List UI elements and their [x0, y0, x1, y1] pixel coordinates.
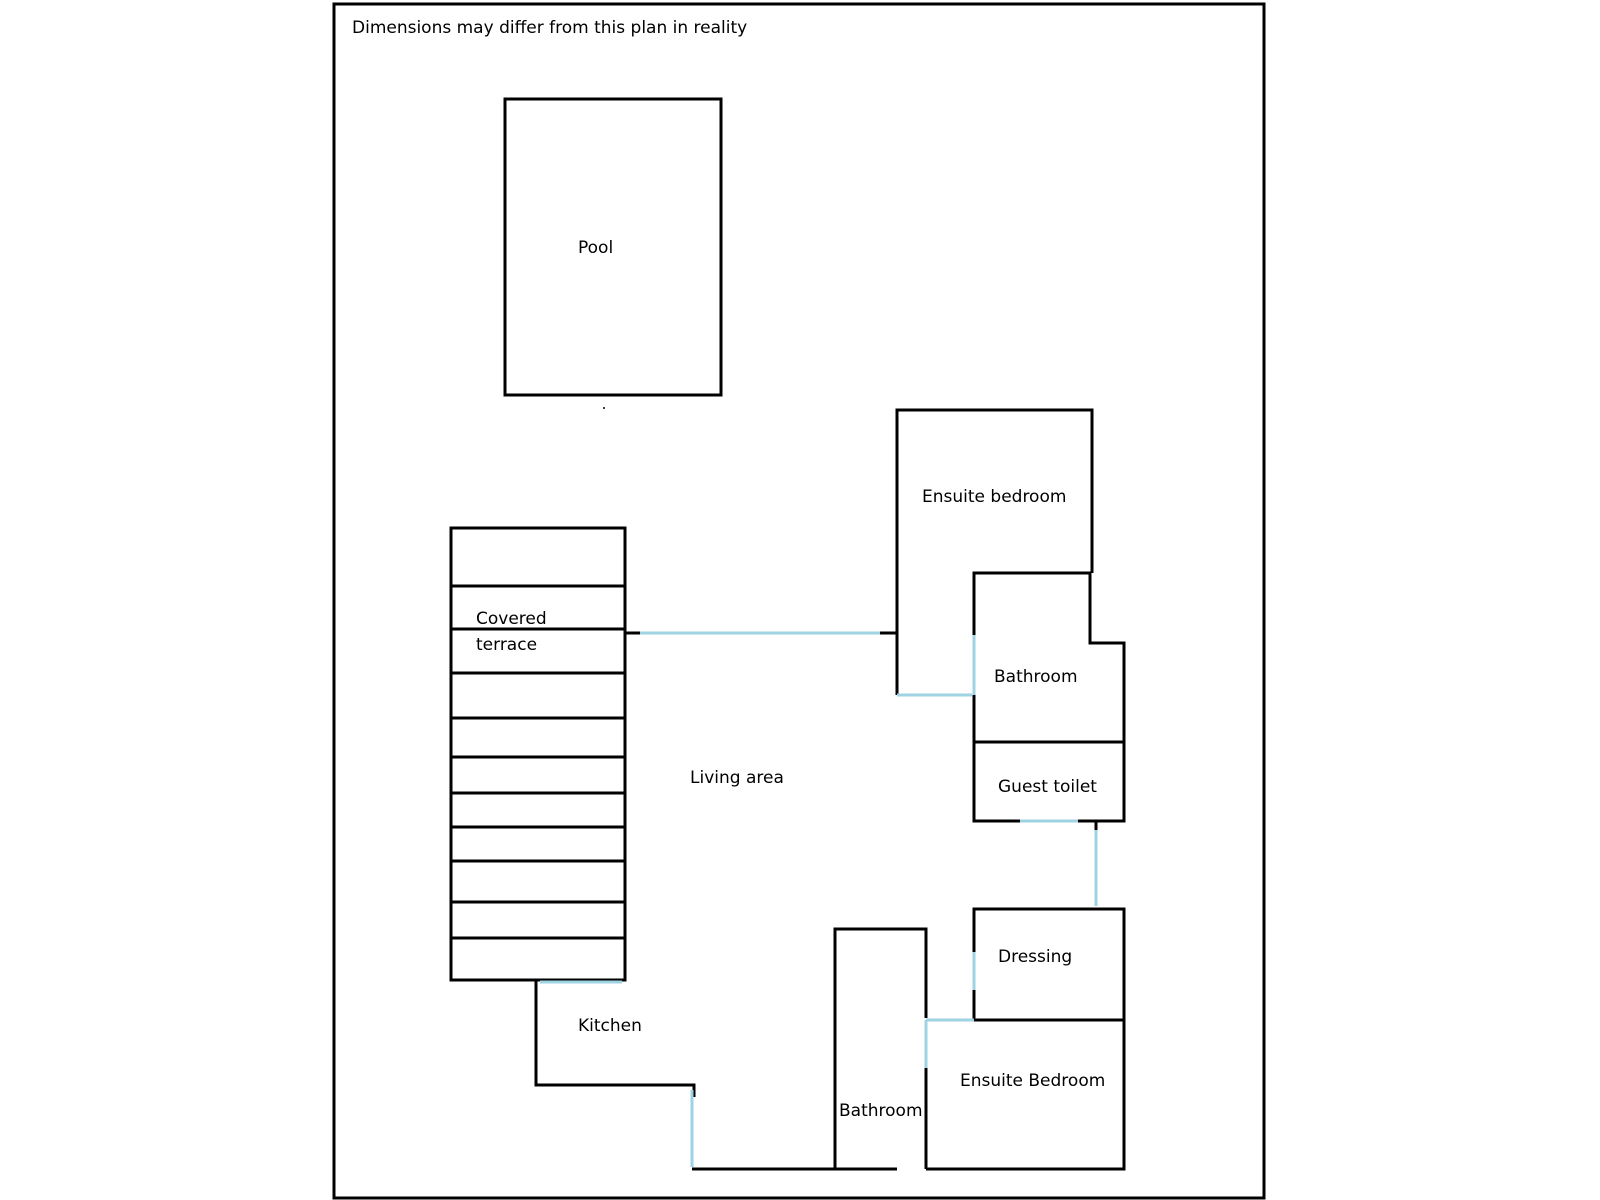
plan-disclaimer: Dimensions may differ from this plan in …	[352, 18, 748, 38]
covered-terrace	[449, 526, 627, 982]
room-label-guest-toilet: Guest toilet	[998, 777, 1097, 797]
room-label-pool: Pool	[578, 238, 614, 258]
openings	[540, 631, 1098, 1167]
room-label-bathroom-bottom: Bathroom	[839, 1101, 923, 1121]
room-label-bathroom-top: Bathroom	[994, 667, 1078, 687]
room-label-covered-terrace-line1: Covered	[476, 609, 547, 629]
room-label-living-area: Living area	[690, 768, 784, 788]
plan-frame	[332, 2, 1266, 1200]
room-label-dressing: Dressing	[998, 947, 1073, 967]
room-label-ensuite-bedroom-top: Ensuite bedroom	[922, 487, 1067, 507]
walls	[534, 408, 1126, 1171]
room-label-kitchen: Kitchen	[578, 1016, 642, 1036]
pool-outline	[503, 97, 723, 397]
room-label-covered-terrace-line2: terrace	[476, 635, 538, 655]
room-label-ensuite-bedroom-bottom: Ensuite Bedroom	[960, 1071, 1106, 1091]
small-mark	[603, 407, 605, 409]
